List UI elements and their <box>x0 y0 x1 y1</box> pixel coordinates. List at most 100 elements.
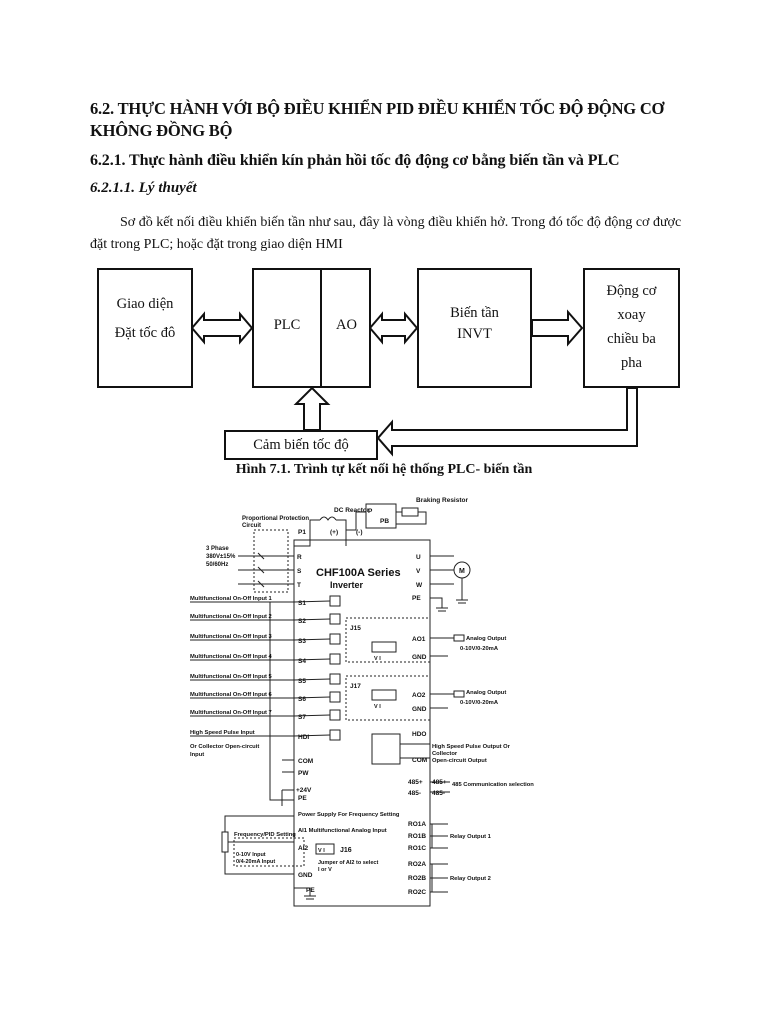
j17-jumper <box>371 689 397 701</box>
opto-wires <box>293 600 331 737</box>
term-s2: S2 <box>298 618 306 625</box>
protection-label-2: Circuit <box>242 523 261 529</box>
term-24v: +24V <box>296 787 312 794</box>
input-label-2: Multifunctional On-Off Input 2 <box>190 614 272 620</box>
com-pw-wires <box>282 759 294 791</box>
term-v: V <box>416 568 421 575</box>
ao1-wires <box>430 637 454 657</box>
inverter-label-2: INVT <box>457 326 492 342</box>
input-label-3: Multifunctional On-Off Input 3 <box>190 634 273 640</box>
inverter-title-2: Inverter <box>330 580 364 590</box>
braking-resistor-symbol <box>401 507 419 517</box>
motor-m-label: M <box>459 568 465 575</box>
dc-reactor-label: DC Reactor <box>334 507 370 514</box>
plc-inverter-arrow <box>368 311 419 345</box>
analog-out2-2: 0-10V/0-20mA <box>460 700 499 706</box>
supply-label-1: 3 Phase <box>206 546 229 552</box>
ai2-range-2: 0/4-20mA Input <box>236 859 275 865</box>
485-wires <box>430 781 450 793</box>
input-label-4: Multifunctional On-Off Input 4 <box>190 654 273 660</box>
term-485m2: 485- <box>432 790 445 797</box>
pe-ground <box>430 597 448 612</box>
plc-divider <box>320 270 322 386</box>
hmi-label-1: Giao diện <box>116 296 174 312</box>
hs-out-3: Open-circuit Output <box>432 758 487 764</box>
block-diagram-arrows <box>190 309 638 457</box>
opto-4 <box>329 653 341 665</box>
hmi-plc-arrow <box>190 311 254 345</box>
analog-out2-1: Analog Output <box>466 690 506 696</box>
term-s3: S3 <box>298 638 306 645</box>
freq-pid-label: Frequency/PID Setting <box>234 832 296 838</box>
relay1-label: Relay Output 1 <box>450 834 492 840</box>
term-pb: PB <box>380 518 389 525</box>
brake-return-wire <box>396 511 427 525</box>
sensor-box: Cảm biến tốc độ <box>224 430 378 460</box>
ao-label: AO <box>336 317 357 333</box>
analog-input-wires <box>224 815 294 875</box>
opto-6 <box>329 691 341 703</box>
term-pe3: PE <box>306 887 315 894</box>
j17-vi: V I <box>374 704 381 710</box>
term-s7: S7 <box>298 714 306 721</box>
wiring-diagram: DC Reactor Braking Resistor Proportional… <box>190 497 534 907</box>
input-label-7: Multifunctional On-Off Input 7 <box>190 710 272 716</box>
ao2-load <box>453 690 465 698</box>
protection-label-1: Proportional Protection <box>242 516 309 522</box>
subsection-heading: 6.2.1. Thực hành điều khiển kín phản hồi… <box>90 152 620 169</box>
open-collector-label-2: Input <box>190 752 204 758</box>
inverter-motor-arrow <box>531 309 584 347</box>
term-ao1: AO1 <box>412 636 426 643</box>
power-supply-label: Power Supply For Frequency Setting <box>298 812 400 818</box>
term-com: COM <box>298 758 313 765</box>
term-hdi: HDI <box>298 734 309 741</box>
body-paragraph: Sơ đồ kết nối điều khiển biến tần như sa… <box>90 212 690 256</box>
term-r: R <box>297 554 302 561</box>
ai2-box <box>233 837 305 867</box>
opto-7 <box>329 709 341 721</box>
j16-jumper <box>315 843 335 855</box>
j16-label: J16 <box>340 847 352 854</box>
term-ro1b: RO1B <box>408 833 426 840</box>
term-hdo: HDO <box>412 731 426 738</box>
input-common-bus <box>269 602 294 801</box>
term-com2: COM <box>412 757 427 764</box>
term-ro1c: RO1C <box>408 845 426 852</box>
pe-ground-2 <box>294 887 316 900</box>
term-ro2b: RO2B <box>408 875 426 882</box>
opto-5 <box>329 673 341 685</box>
opto-3 <box>329 633 341 645</box>
ai2-range-1: 0-10V Input <box>236 852 266 858</box>
term-s: S <box>297 568 302 575</box>
dc-reactor-coil <box>319 516 337 521</box>
motor-wires <box>430 555 454 585</box>
term-plus: (+) <box>330 529 338 536</box>
term-pw: PW <box>298 770 309 777</box>
hs-out-1: High Speed Pulse Output Or <box>432 744 511 750</box>
term-485m: 485- <box>408 790 421 797</box>
term-ro2c: RO2C <box>408 889 426 896</box>
inverter-title-1: CHF100A Series <box>316 567 401 579</box>
term-gnd-a: GND <box>412 654 427 661</box>
term-gnd: GND <box>298 872 313 879</box>
ao2-box <box>345 675 431 721</box>
relay1-wires <box>430 823 448 849</box>
ao1-box <box>345 617 431 663</box>
brake-wire <box>345 511 402 546</box>
comm-sel-label: 485 Communication selection <box>452 782 534 788</box>
sensor-plc-arrow <box>293 386 331 431</box>
subsubsection-heading: 6.2.1.1. Lý thuyết <box>90 180 197 196</box>
inverter-label-1: Biến tần <box>450 305 499 321</box>
supply-switches <box>257 552 265 588</box>
open-collector-label-1: Or Collector Open-circuit <box>190 744 259 750</box>
motor-label-1: Động cơ <box>606 283 657 299</box>
term-s5: S5 <box>298 678 306 685</box>
j15-vi: V I <box>374 656 381 662</box>
potentiometer <box>221 831 229 853</box>
motor-box: Động cơ xoay chiều ba pha <box>583 268 680 388</box>
motor-label-4: pha <box>621 355 642 371</box>
pb-terminal-box <box>365 503 397 529</box>
jumper-label-2: I or V <box>318 867 332 873</box>
j17-label: J17 <box>350 683 361 690</box>
section-heading: 6.2. THỰC HÀNH VỚI BỘ ĐIỀU KHIỂN PID ĐIỀ… <box>90 99 665 140</box>
